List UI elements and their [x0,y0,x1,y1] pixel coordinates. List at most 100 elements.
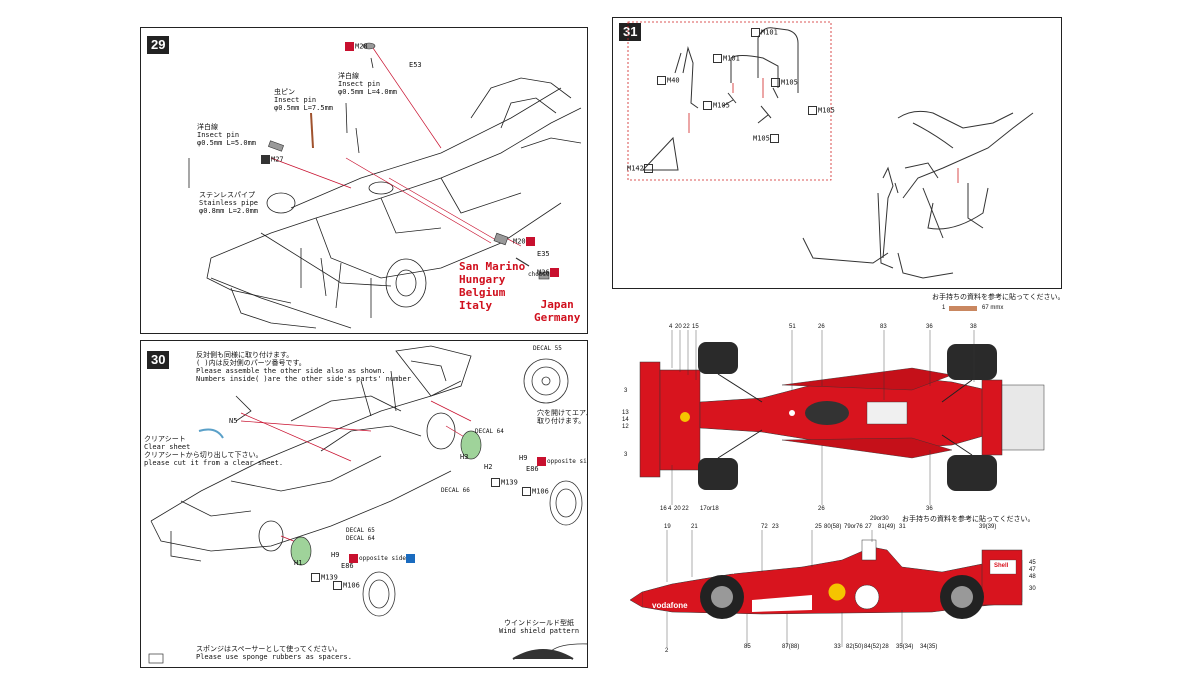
part-text: M101 [723,54,740,63]
top-number-38: 38 [970,324,977,330]
insect-pin-label-b: 虫ピン Insect pin φ0.5mm L=7.5mm [274,88,334,112]
decal-64-label-b: DECAL 64 [346,535,375,542]
top-number-26: 26 [818,324,825,330]
part-m105-label-b: M105 [771,78,798,88]
part-e53-label: E53 [409,61,422,69]
decal-65-label: DECAL 65 [346,527,375,534]
part-text: M142 [627,164,644,173]
red-box-marker [537,457,546,466]
part-m27-label: M27 [261,155,284,165]
red-box-marker [349,554,358,563]
side-top-number-27: 27 [865,524,872,530]
top-number-83: 83 [880,324,887,330]
race-item: Italy [459,299,493,312]
part-m139-label: M139 [491,478,518,488]
sponge-note: スポンジはスペーサーとして使ってください。 Please use sponge … [196,645,352,661]
stripe-number-a: 1 [942,305,946,311]
top-number-51: 51 [789,324,796,330]
opposite-side-text: opposite side [547,458,587,465]
choose-label: choose [528,271,550,278]
red-box-marker [549,268,559,277]
box-marker [713,54,722,63]
side-top-number-19: 19 [664,524,671,530]
part-m105-label-a: M105 [703,101,730,111]
decal-top-view: お手持ちの資料を参考に貼ってください。 1 67 mmx [612,290,1065,515]
left-number-14: 14 [622,417,629,423]
part-h9-label: H9 [519,454,528,462]
race-item: Hungary [459,273,506,286]
race-list-a: San Marino Hungary Belgium Italy [459,260,525,312]
part-m105-label-c: M105 [808,106,835,116]
side-view-car [629,530,1023,647]
box-marker [657,76,666,85]
blue-box-marker [405,554,415,563]
part-text: M105 [753,134,770,143]
side-top-number-72: 72 [761,524,768,530]
side-bottom-number-28: 28 [882,644,889,650]
top-number-36: 36 [926,324,933,330]
part-e35-label: E35 [537,250,550,258]
part-m27-text: M27 [271,155,284,164]
box-marker [808,106,817,115]
race-item: Belgium [459,286,506,299]
side-bottom-number-2: 2 [665,648,669,654]
part-m101-label: M101 [751,28,778,38]
part-m20-text: M20 [513,237,526,246]
insect-pin-label-a: 洋白線 Insect pin φ0.5mm L=5.0mm [197,123,257,147]
bottom-number-36: 36 [926,506,933,512]
side-bottom-number-82: 82(50) [846,644,864,650]
part-m105-label-d: M105 [753,134,780,144]
part-m106-label-b: M106 [333,581,360,591]
part-h9-label-b: H9 [331,551,340,559]
opposite-side-label-b: opposite side [349,554,416,563]
side-top-number-29or30: 29or30 [870,516,889,522]
step-29-panel: 29 [140,27,588,334]
side-top-number-81: 81(49) [878,524,896,530]
part-e86-label-b: E86 [341,562,354,570]
side-right-number-47: 47 [1029,567,1036,573]
part-n5-label: N5 [229,417,238,425]
top-number-15: 15 [692,324,699,330]
box-marker [771,78,780,87]
part-text: M105 [713,101,730,110]
box-marker [491,478,500,487]
part-m40-label: M40 [657,76,680,86]
stainless-pipe-label: ステンレスパイプ Stainless pipe φ0.8mm L=2.0mm [199,191,259,215]
part-h2-label: H2 [484,463,493,471]
part-e86-label: E86 [526,465,539,473]
decal-side-view: お手持ちの資料を参考に貼ってください。 [612,512,1062,662]
side-right-number-45: 45 [1029,560,1036,566]
red-box-marker [525,237,535,246]
bottom-number-22: 22 [682,506,689,512]
decal-reference-note-top: お手持ちの資料を参考に貼ってください。 [932,293,1065,301]
left-number-3b: 3 [624,452,628,458]
race-item: San Marino [459,260,526,273]
part-m28-text: M28 [355,42,368,51]
step-29-car-drawing [188,42,582,329]
step-number: 30 [147,351,170,369]
side-top-number-21: 21 [691,524,698,530]
step-number: 31 [619,23,642,41]
sponsor-vodafone: vodafone [652,601,688,610]
race-item: Germany [534,311,581,324]
side-right-number-30: 30 [1029,586,1036,592]
left-number-3a: 3 [624,388,628,394]
top-number-20: 20 [675,324,682,330]
box-marker [333,581,342,590]
side-bottom-number-87: 87(88) [782,644,800,650]
decal-reference-note-side: お手持ちの資料を参考に貼ってください。 [902,515,1035,523]
opposite-side-text: opposite side [359,555,406,562]
side-top-number-79or76: 79or76 [844,524,863,530]
part-text: M40 [667,76,680,85]
side-bottom-number-34: 34(35) [920,644,938,650]
bottom-number-16: 16 [660,506,667,512]
red-box-marker [345,42,354,51]
clear-sheet-label: クリアシート Clear sheet クリアシートから切り出して下さい。 ple… [144,435,284,467]
part-m26-text: M26 [537,268,550,277]
part-text: M105 [818,106,835,115]
stripe-swatch [949,306,977,311]
part-h3-label: H3 [460,453,469,461]
box-marker [522,487,531,496]
sponsor-shell: Shell [994,563,1009,569]
race-list-b: Japan Germany [534,298,580,324]
